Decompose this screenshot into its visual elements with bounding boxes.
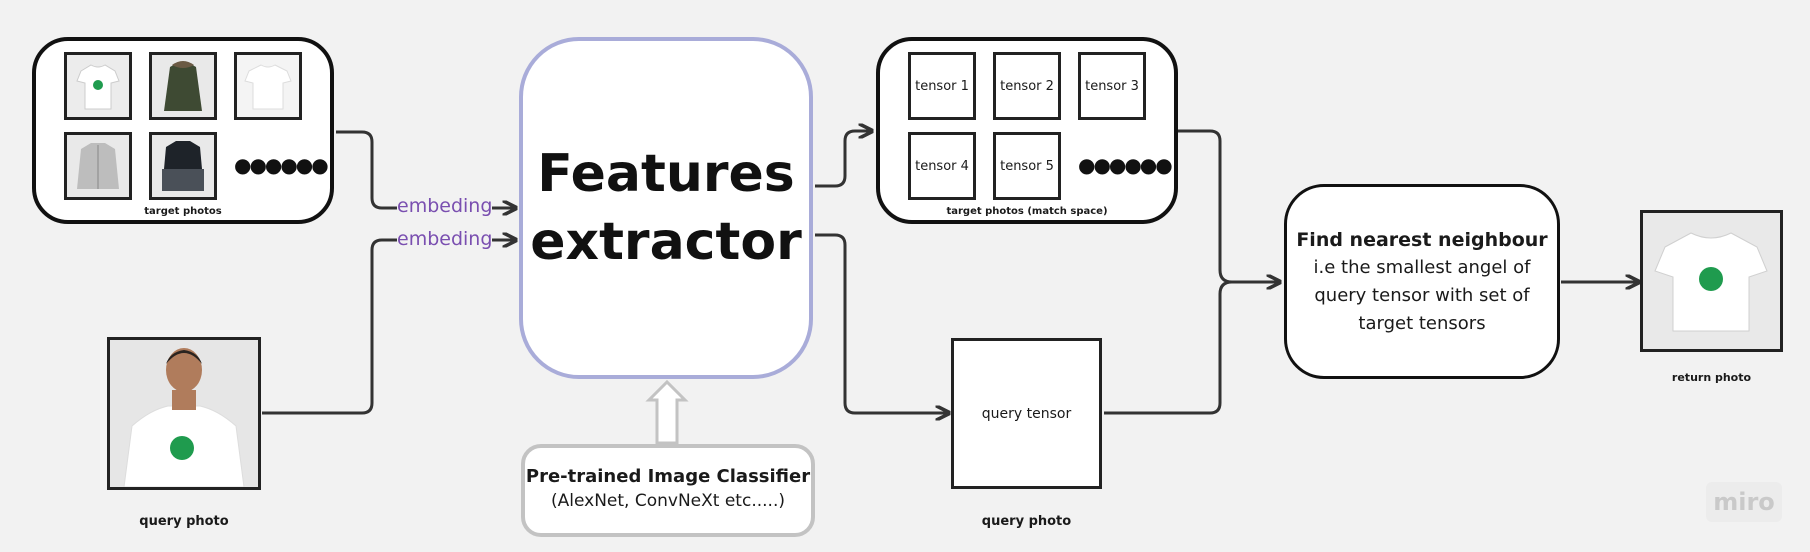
return-photo (1640, 210, 1783, 352)
target-thumb-white-tee (234, 52, 302, 120)
target-photos-caption: target photos (144, 206, 222, 217)
parka-icon (164, 61, 202, 111)
pretrained-classifier-box: Pre-trained Image Classifier (AlexNet, C… (521, 444, 815, 537)
classifier-title: Pre-trained Image Classifier (525, 466, 811, 487)
nn-line1: i.e the smallest angel of (1313, 256, 1531, 278)
target-thumb-parka (149, 52, 217, 120)
person-photo-icon (123, 348, 245, 487)
wire-target-to-extractor (336, 130, 397, 210)
nn-title: Find nearest neighbour (1296, 228, 1548, 251)
nn-line2: query tensor with set of (1314, 284, 1530, 306)
query-tensor-caption: query photo (981, 514, 1072, 529)
hollow-arrow (645, 379, 689, 445)
nn-line3: target tensors (1358, 312, 1486, 334)
return-photo-caption: return photo (1671, 371, 1752, 384)
wire-query-to-extractor (262, 238, 397, 415)
query-photo (107, 337, 261, 490)
target-thumb-fleece (149, 132, 217, 200)
wire-querytensor-to-nn (1104, 280, 1233, 415)
query-photo-caption: query photo (139, 514, 229, 529)
tensor-box: tensor 1 (908, 52, 976, 120)
tensor-ellipsis: ●●●●●● (1078, 153, 1173, 177)
tensor-box: tensor 2 (993, 52, 1061, 120)
target-thumb-tshirt (64, 52, 132, 120)
cardigan-icon (77, 143, 119, 189)
fleece-icon (162, 141, 204, 191)
target-tensors-group: tensor 1 tensor 2 tensor 3 tensor 4 tens… (876, 37, 1178, 224)
tshirt-icon (76, 64, 120, 110)
miro-watermark: miro (1706, 482, 1782, 522)
tshirt-icon (1654, 232, 1768, 332)
tensor-box: tensor 4 (908, 132, 976, 200)
tensor-group-caption: target photos (match space) (946, 206, 1108, 217)
wire-extractor-to-querytensor (815, 233, 949, 413)
extractor-title-line1: Features (537, 144, 795, 204)
wire-extractor-to-tensors (815, 131, 872, 188)
nearest-neighbour-box: Find nearest neighbour i.e the smallest … (1284, 184, 1560, 379)
features-extractor-box: Features extractor (519, 37, 813, 379)
embedding-label-bottom: embeding (397, 228, 493, 250)
tensor-box: tensor 3 (1078, 52, 1146, 120)
tshirt-icon (244, 64, 292, 110)
wire-tensors-to-nn (1178, 129, 1280, 282)
target-photos-group: ●●●●●● target photos (32, 37, 334, 224)
tensor-box: tensor 5 (993, 132, 1061, 200)
target-thumb-cardigan (64, 132, 132, 200)
target-ellipsis: ●●●●●● (234, 153, 329, 177)
classifier-subtitle: (AlexNet, ConvNeXt etc.....) (551, 491, 785, 511)
query-tensor-box: query tensor (951, 338, 1102, 489)
extractor-title-line2: extractor (530, 212, 802, 272)
embedding-label-top: embeding (397, 195, 493, 217)
